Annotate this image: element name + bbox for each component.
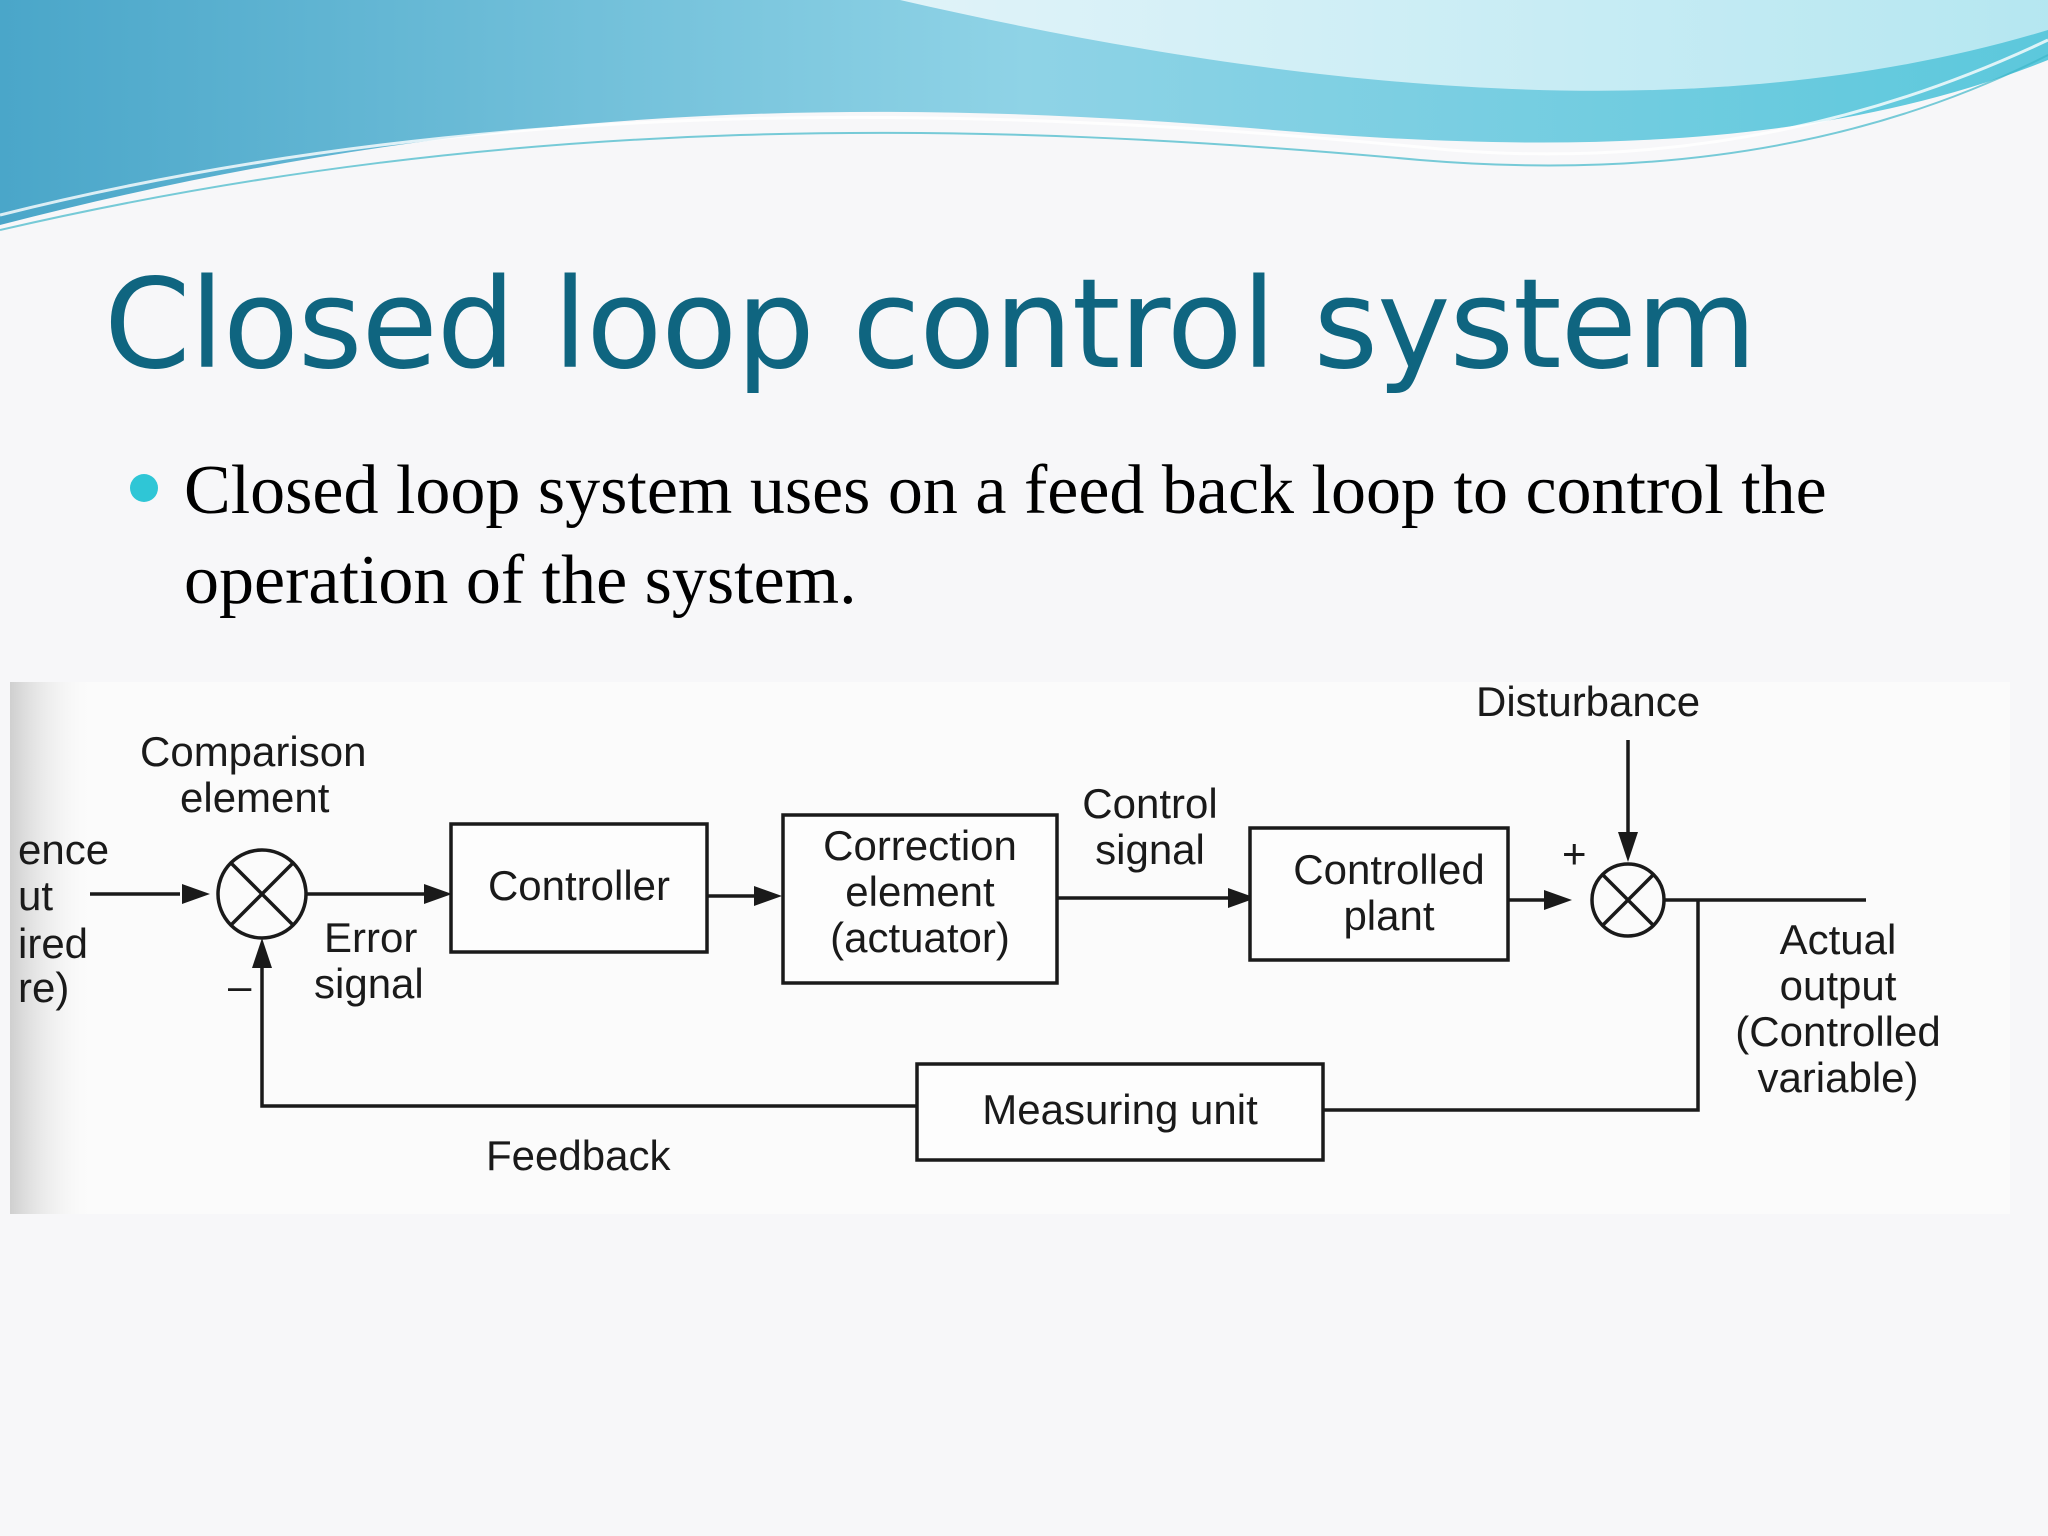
output-label-line-1: Actual (1780, 916, 1897, 963)
output-label-line-3: (Controlled (1735, 1008, 1940, 1055)
plus-sign: + (1562, 830, 1587, 877)
header-wave-banner (0, 0, 2048, 231)
control-signal-label-line-1: Control (1082, 780, 1217, 827)
input-label-line-4: re) (18, 964, 69, 1011)
feedback-arrowhead (252, 938, 272, 968)
wave-highlight (900, 0, 2048, 91)
feedback-line (260, 968, 917, 1108)
measuring-unit-block (915, 1062, 1325, 1162)
controller-label: Controller (488, 862, 670, 909)
controlled-plant-block (1248, 826, 1510, 962)
input-label-line-3: ired (18, 920, 88, 967)
controller-block (449, 822, 709, 954)
wave-line-1 (0, 38, 2048, 217)
comparison-label-line-2: element (180, 774, 330, 821)
controller-to-actuator-arrowhead (754, 886, 782, 906)
correction-label-line-3: (actuator) (830, 914, 1010, 961)
input-label-line-2: ut (18, 872, 53, 919)
control-signal-label-line-2: signal (1095, 826, 1205, 873)
error-label-line-2: signal (314, 960, 424, 1007)
closed-loop-diagram: ence ut ired re) Comparison element – Er… (10, 682, 2010, 1214)
comparison-label-line-1: Comparison (140, 728, 366, 775)
output-to-measuring-line (1324, 900, 1700, 1112)
error-label-line-1: Error (324, 914, 417, 961)
correction-element-block (781, 813, 1059, 985)
bullet-item: Closed loop system uses on a feed back l… (128, 446, 2008, 626)
correction-label-line-1: Correction (823, 822, 1017, 869)
slide-title: Closed loop control system (104, 253, 1757, 397)
measuring-unit-label: Measuring unit (982, 1086, 1258, 1133)
correction-label-line-2: element (845, 868, 995, 915)
bullet-list: Closed loop system uses on a feed back l… (128, 446, 2008, 626)
scan-edge-shadow (10, 682, 90, 1214)
minus-sign: – (228, 962, 252, 1009)
disturbance-label: Disturbance (1476, 682, 1700, 725)
plant-label-line-1: Controlled (1293, 846, 1484, 893)
control-signal-arrowhead (1228, 888, 1256, 908)
input-label-line-1: ence (18, 826, 109, 873)
wave-line-2 (0, 54, 2048, 231)
output-label-line-2: output (1780, 962, 1897, 1009)
plant-to-summer-arrowhead (1544, 890, 1572, 910)
disturbance-arrowhead (1618, 832, 1638, 862)
bullet-text: Closed loop system uses on a feed back l… (184, 452, 1827, 619)
feedback-label: Feedback (486, 1132, 671, 1179)
error-arrowhead (424, 884, 452, 904)
output-label-line-4: variable) (1757, 1054, 1918, 1101)
plant-label-line-2: plant (1343, 892, 1434, 939)
input-arrowhead (182, 884, 210, 904)
bullet-dot-icon (130, 474, 158, 502)
